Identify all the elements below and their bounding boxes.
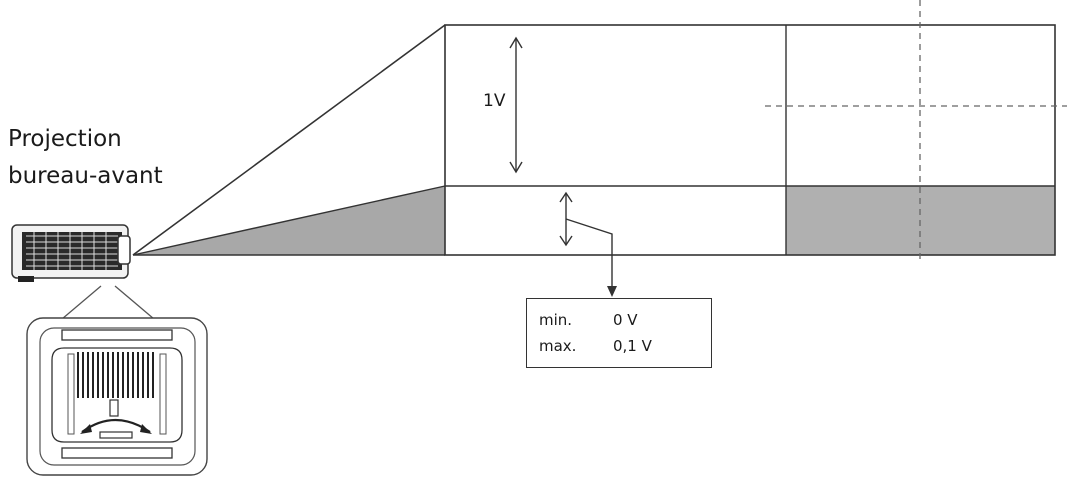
shift-min-row: min. 0 V — [539, 311, 638, 329]
diagram-title-line1: Projection — [8, 126, 122, 152]
shift-max-row: max. 0,1 V — [539, 337, 652, 355]
cone-mid-line — [132, 185, 446, 256]
projector-icon — [11, 224, 131, 282]
image-height-label: 1V — [483, 91, 506, 111]
screen-frame — [444, 24, 1056, 256]
image-height-arrow — [509, 36, 523, 174]
shift-leader-line — [565, 218, 613, 291]
shift-max-value: 0,1 V — [613, 337, 652, 355]
vertical-shift-box: min. 0 V max. 0,1 V — [526, 298, 712, 368]
diagram-title-line2: bureau-avant — [8, 163, 163, 189]
shift-min-label: min. — [539, 311, 573, 329]
zoom-callout-right — [114, 285, 155, 320]
cone-top-line — [132, 24, 446, 256]
shift-max-label: max. — [539, 337, 577, 355]
shift-leader-arrowhead — [607, 286, 617, 297]
projector-bottom-detail — [26, 317, 208, 476]
shift-min-value: 0 V — [613, 311, 638, 329]
zoom-callout-left — [61, 285, 102, 320]
